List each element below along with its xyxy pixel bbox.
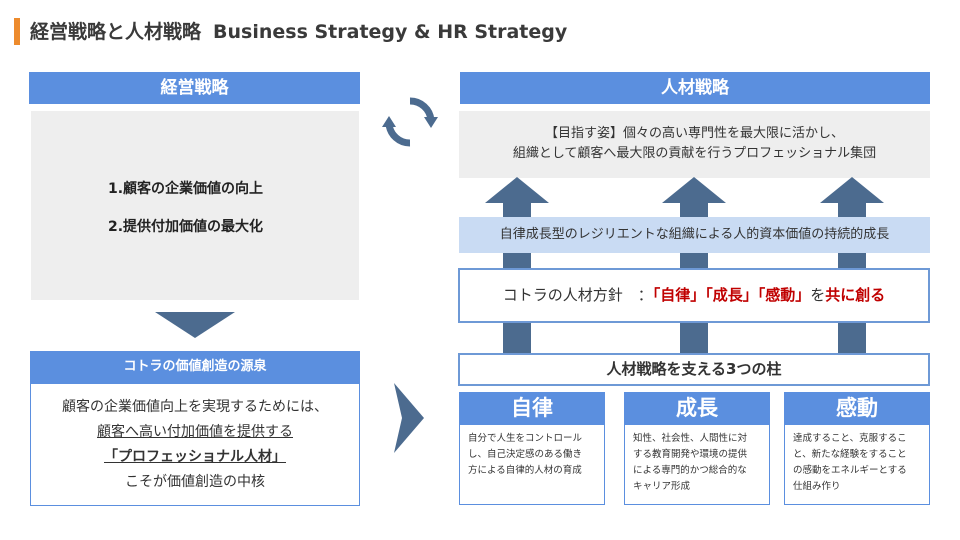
- title-accent-bar: [14, 18, 20, 45]
- resilient-growth-banner: 自律成長型のレジリエントな組織による人的資本価値の持続的成長: [459, 217, 930, 253]
- pillar-desc-line: 方による自律的人材の育成: [468, 465, 582, 476]
- pillar-desc-line: と、新たな経験をすること: [793, 449, 907, 460]
- pillar-desc-line: の感動をエネルギーとする: [793, 465, 907, 476]
- page-title-en: Business Strategy & HR Strategy: [213, 21, 568, 43]
- pillar-desc-line: 知性、社会性、人間性に対: [633, 433, 748, 444]
- value-source-line-2: 顧客へ高い付加価値を提供する: [97, 424, 293, 440]
- vision-panel: 【目指す姿】個々の高い専門性を最大限に活かし、 組織として顧客へ最大限の貢献を行…: [459, 111, 930, 178]
- business-strategy-header: 経営戦略: [29, 72, 360, 104]
- pillar-desc-line: 自分で人生をコントロール: [468, 433, 583, 444]
- hr-policy-cocreate: 共に創る: [825, 286, 886, 304]
- vision-line-2: 組織として顧客へ最大限の貢献を行うプロフェッショナル集団: [512, 146, 877, 161]
- pillar-inspiration-body: 達成すること、克服するこ と、新たな経験をすること の感動をエネルギーとする 仕…: [784, 424, 930, 505]
- pillar-desc-line: による専門的かつ総合的な: [633, 465, 747, 476]
- up-arrow-icon: [662, 177, 726, 357]
- pillar-desc-line: キャリア形成: [633, 481, 691, 492]
- up-arrow-icon: [820, 177, 884, 357]
- pillar-autonomy-body: 自分で人生をコントロール し、自己決定感のある働き 方による自律的人材の育成: [459, 424, 605, 505]
- up-arrow-icon: [485, 177, 549, 357]
- value-source-panel: 顧客の企業価値向上を実現するためには、 顧客へ高い付加価値を提供する 「プロフェ…: [30, 383, 360, 506]
- pillar-desc-line: し、自己決定感のある働き: [468, 449, 583, 460]
- value-source-line-1: 顧客の企業価値向上を実現するためには、: [62, 399, 328, 415]
- business-goal-1: 1.顧客の企業価値の向上: [108, 181, 264, 197]
- pillar-growth-header: 成長: [624, 392, 770, 424]
- hr-policy-prefix: コトラの人材方針 ：: [502, 286, 653, 304]
- pillar-desc-line: する教育開発や環境の提供: [633, 449, 748, 460]
- hr-policy-box: コトラの人材方針 ：「自律」「成長」「感動」を共に創る: [458, 268, 930, 323]
- pillar-inspiration-header: 感動: [784, 392, 930, 424]
- hr-policy-middle: を: [810, 286, 826, 304]
- pillar-growth-body: 知性、社会性、人間性に対 する教育開発や環境の提供 による専門的かつ総合的な キ…: [624, 424, 770, 505]
- business-strategy-panel: [31, 111, 359, 300]
- down-triangle-icon: [155, 312, 235, 338]
- pillar-desc-line: 仕組み作り: [793, 481, 841, 492]
- three-pillars-title: 人材戦略を支える3つの柱: [458, 353, 930, 386]
- page-title: 経営戦略と人材戦略 Business Strategy & HR Strategy: [30, 17, 567, 47]
- right-chevron-icon: [394, 383, 424, 453]
- pillar-desc-line: 達成すること、克服するこ: [793, 433, 907, 444]
- business-goal-2: 2.提供付加価値の最大化: [108, 219, 264, 235]
- pillar-autonomy-header: 自律: [459, 392, 605, 424]
- value-source-header: コトラの価値創造の源泉: [30, 351, 360, 383]
- hr-policy-keywords: 「自律」「成長」「感動」: [652, 286, 811, 304]
- refresh-cycle-icon: [382, 97, 438, 147]
- vision-line-1: 【目指す姿】個々の高い専門性を最大限に活かし、: [544, 126, 844, 141]
- page-title-jp: 経営戦略と人材戦略: [30, 21, 202, 43]
- value-source-line-4: こそが価値創造の中核: [125, 474, 265, 490]
- hr-strategy-header: 人材戦略: [460, 72, 930, 104]
- value-source-line-3: 「プロフェッショナル人材」: [104, 449, 286, 465]
